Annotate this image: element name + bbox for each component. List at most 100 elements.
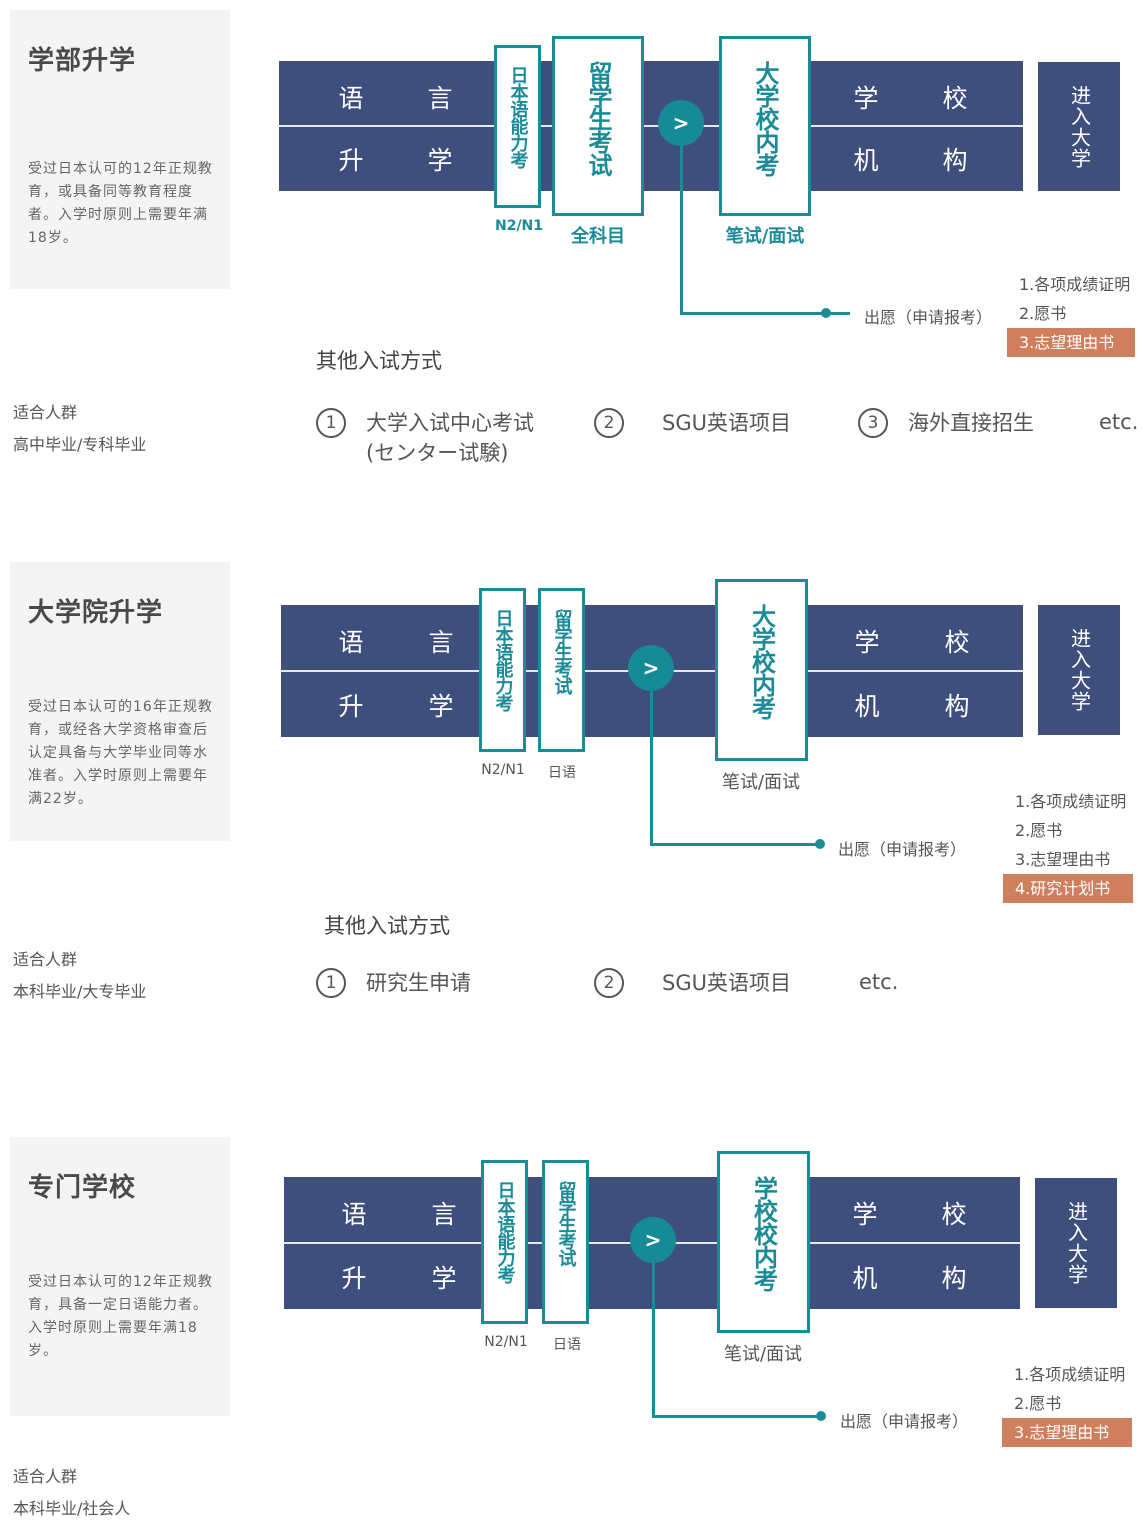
bar-cell: 升 bbox=[341, 1264, 367, 1293]
bar-cell: 学 bbox=[852, 1200, 878, 1229]
bar-cell: 构 bbox=[944, 692, 970, 721]
bar-cell: 升 bbox=[338, 692, 364, 721]
other-method-item: 3 海外直接招生 bbox=[858, 408, 1034, 438]
arrow-right-icon[interactable]: > bbox=[630, 1217, 676, 1263]
audience: 适合人群 高中毕业/专科毕业 bbox=[13, 397, 146, 461]
document-item: 3.志望理由书 bbox=[1015, 850, 1111, 869]
apply-label: 出愿（申请报考） bbox=[864, 308, 993, 327]
document-item-highlighted: 3.志望理由书 bbox=[1007, 328, 1135, 357]
exam-label: 笔试/面试 bbox=[721, 772, 801, 793]
exam-label: N2/N1 bbox=[484, 1334, 528, 1350]
info-card: 学部升学 受过日本认可的12年正规教育，或具备同等教育程度者。入学时原则上需要年… bbox=[10, 10, 230, 289]
document-list: 1.各项成绩证明 2.愿书 3.志望理由书 bbox=[1007, 270, 1135, 357]
etc-label: etc. bbox=[859, 970, 899, 994]
exam-label: 笔试/面试 bbox=[725, 226, 805, 247]
audience-label: 适合人群 bbox=[13, 403, 78, 422]
apply-label: 出愿（申请报考） bbox=[840, 1412, 969, 1431]
document-item: 2.愿书 bbox=[1019, 304, 1067, 323]
connector-line bbox=[650, 843, 820, 846]
exam-box-school: 学校校内考 bbox=[717, 1151, 810, 1333]
bar-cell: 语 bbox=[341, 1200, 367, 1229]
document-item-highlighted: 3.志望理由书 bbox=[1002, 1418, 1132, 1447]
bar-cell: 学 bbox=[431, 1264, 457, 1293]
connector-dot bbox=[815, 839, 825, 849]
bar-cell: 言 bbox=[431, 1200, 457, 1229]
number-circle-icon: 2 bbox=[594, 968, 624, 998]
other-method-item: 1 大学入试中心考试 (センター试験) bbox=[316, 408, 534, 468]
number-circle-icon: 3 bbox=[858, 408, 888, 438]
exam-label: 笔试/面试 bbox=[723, 1344, 803, 1365]
bar-cell: 构 bbox=[942, 146, 968, 175]
document-list: 1.各项成绩证明 2.愿书 3.志望理由书 4.研究计划书 bbox=[1003, 787, 1133, 903]
document-item: 1.各项成绩证明 bbox=[1015, 792, 1127, 811]
other-method-item: 2 SGU英语项目 bbox=[594, 968, 791, 998]
arrow-right-icon[interactable]: > bbox=[628, 645, 674, 691]
section-undergraduate: 学部升学 受过日本认可的12年正规教育，或具备同等教育程度者。入学时原则上需要年… bbox=[0, 0, 1148, 540]
bar-cell: 言 bbox=[427, 84, 453, 113]
document-item-highlighted: 4.研究计划书 bbox=[1003, 874, 1133, 903]
connector-line bbox=[652, 1263, 655, 1418]
bar-cell: 升 bbox=[338, 146, 364, 175]
exam-box-eju: 留学生考试 bbox=[552, 36, 644, 216]
bar-cell: 语 bbox=[338, 628, 364, 657]
audience-label: 适合人群 bbox=[13, 1467, 78, 1486]
connector-line bbox=[680, 146, 683, 315]
connector-line bbox=[680, 312, 850, 315]
exam-label: 日语 bbox=[553, 1337, 581, 1353]
document-item: 2.愿书 bbox=[1015, 821, 1063, 840]
bar-cell: 学 bbox=[427, 146, 453, 175]
section-title: 学部升学 bbox=[28, 46, 137, 76]
bar-cell: 学 bbox=[854, 628, 880, 657]
section-vocational: 专门学校 受过日本认可的12年正规教育，具备一定日语能力者。入学时原则上需要年满… bbox=[0, 1127, 1148, 1532]
bar-cell: 校 bbox=[942, 84, 968, 113]
arrow-right-icon[interactable]: > bbox=[658, 100, 704, 146]
section-description: 受过日本认可的16年正规教育，或经各大学资格审查后认定具备与大学毕业同等水准者。… bbox=[28, 699, 213, 807]
language-school-bar: 语 言 升 学 学 校 机 构 bbox=[279, 61, 1023, 191]
exam-box-jlpt: 日本语能力考 bbox=[494, 45, 541, 208]
document-list: 1.各项成绩证明 2.愿书 3.志望理由书 bbox=[1002, 1360, 1132, 1447]
number-circle-icon: 2 bbox=[594, 408, 624, 438]
bar-cell: 机 bbox=[852, 1264, 878, 1293]
exam-label: N2/N1 bbox=[494, 218, 544, 234]
info-card: 大学院升学 受过日本认可的16年正规教育，或经各大学资格审查后认定具备与大学毕业… bbox=[10, 562, 230, 841]
document-item: 1.各项成绩证明 bbox=[1019, 275, 1131, 294]
audience-value: 本科毕业/社会人 bbox=[13, 1499, 131, 1518]
exam-box-university: 大学校内考 bbox=[719, 36, 811, 216]
audience: 适合人群 本科毕业/社会人 bbox=[13, 1461, 130, 1525]
info-card: 专门学校 受过日本认可的12年正规教育，具备一定日语能力者。入学时原则上需要年满… bbox=[10, 1137, 230, 1416]
number-circle-icon: 1 bbox=[316, 968, 346, 998]
other-method-item: 1 研究生申请 bbox=[316, 968, 471, 998]
section-description: 受过日本认可的12年正规教育，具备一定日语能力者。入学时原则上需要年满18岁。 bbox=[28, 1274, 213, 1359]
section-title: 专门学校 bbox=[28, 1173, 137, 1203]
other-methods-title: 其他入试方式 bbox=[316, 349, 442, 373]
section-graduate: 大学院升学 受过日本认可的16年正规教育，或经各大学资格审查后认定具备与大学毕业… bbox=[0, 552, 1148, 1052]
exam-label: 日语 bbox=[548, 765, 576, 781]
bar-cell: 语 bbox=[338, 84, 364, 113]
exam-box-eju: 留学生考试 bbox=[538, 588, 585, 752]
exam-box-eju: 留学生考试 bbox=[542, 1160, 589, 1324]
audience-value: 高中毕业/专科毕业 bbox=[13, 435, 147, 454]
exam-label: N2/N1 bbox=[481, 762, 525, 778]
etc-label: etc. bbox=[1099, 410, 1139, 434]
bar-cell: 机 bbox=[854, 692, 880, 721]
number-circle-icon: 1 bbox=[316, 408, 346, 438]
bar-divider bbox=[279, 125, 1023, 127]
bar-cell: 校 bbox=[944, 628, 970, 657]
audience-label: 适合人群 bbox=[13, 950, 78, 969]
connector-dot bbox=[816, 1411, 826, 1421]
exam-label: 全科目 bbox=[571, 226, 625, 247]
connector-line bbox=[650, 691, 653, 846]
enter-university-box: 进入大学 bbox=[1038, 605, 1120, 735]
audience-value: 本科毕业/大专毕业 bbox=[13, 982, 147, 1001]
exam-box-university: 大学校内考 bbox=[715, 579, 808, 761]
bar-cell: 学 bbox=[853, 84, 879, 113]
bar-cell: 校 bbox=[941, 1200, 967, 1229]
bar-cell: 言 bbox=[428, 628, 454, 657]
enter-university-box: 进入大学 bbox=[1035, 1178, 1117, 1308]
document-item: 2.愿书 bbox=[1014, 1394, 1062, 1413]
exam-box-jlpt: 日本语能力考 bbox=[481, 1160, 528, 1324]
bar-cell: 机 bbox=[853, 146, 879, 175]
connector-line bbox=[652, 1415, 822, 1418]
apply-label: 出愿（申请报考） bbox=[838, 840, 967, 859]
section-description: 受过日本认可的12年正规教育，或具备同等教育程度者。入学时原则上需要年满18岁。 bbox=[28, 161, 213, 246]
